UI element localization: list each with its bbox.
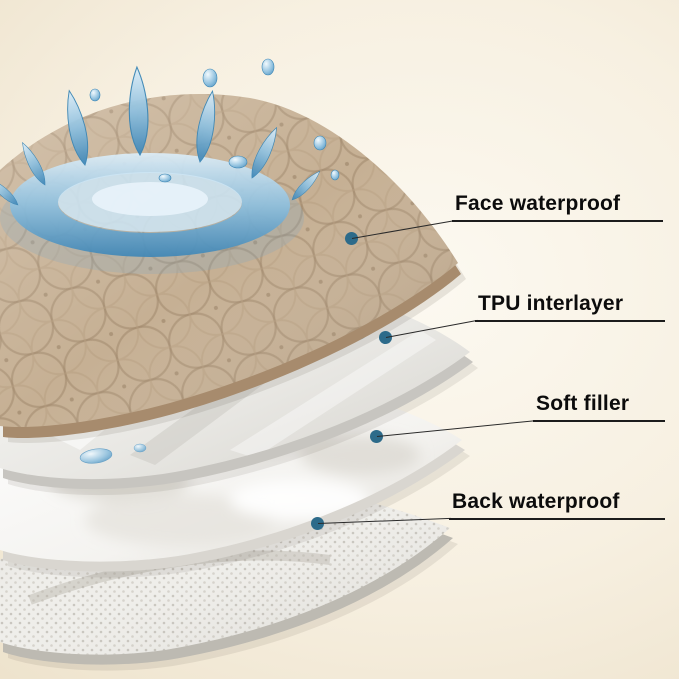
marker-dot-tpu-interlayer: [379, 331, 392, 344]
marker-dot-back-waterproof: [311, 517, 324, 530]
label-face-waterproof: Face waterproof: [452, 192, 663, 223]
marker-dot-face-waterproof: [345, 232, 358, 245]
water-droplets: [89, 58, 340, 183]
water-splash: [0, 58, 340, 274]
label-tpu-interlayer: TPU interlayer: [475, 292, 665, 323]
marker-dot-soft-filler: [370, 430, 383, 443]
label-soft-filler: Soft filler: [533, 392, 665, 423]
label-back-waterproof: Back waterproof: [449, 490, 665, 521]
